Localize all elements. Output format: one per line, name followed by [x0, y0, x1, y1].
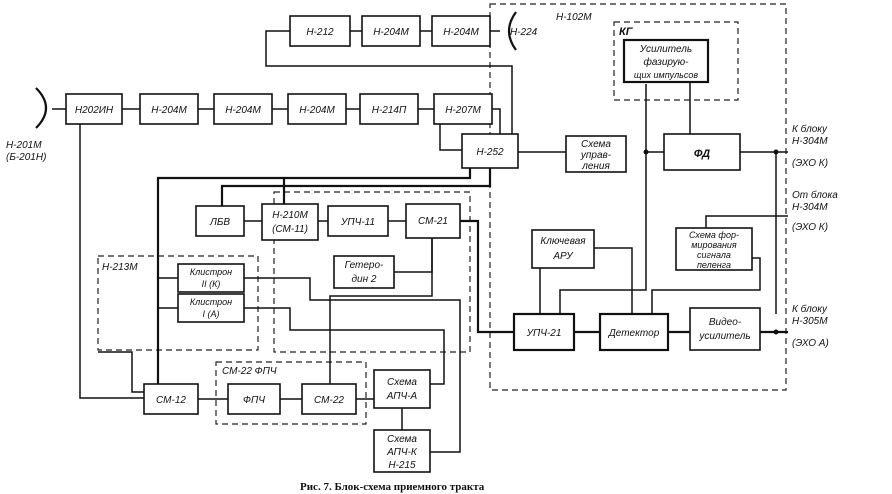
block-n202	[65, 93, 123, 125]
block-klystron2-label2: II (К)	[202, 279, 221, 289]
block-klystron1	[177, 293, 245, 323]
block-key-aru-label2: АРУ	[552, 251, 574, 262]
block-n204-mid3-label: Н-204М	[299, 105, 335, 116]
block-upch11-label: УПЧ-11	[340, 217, 375, 228]
block-sm22-label: СМ-22	[314, 395, 344, 406]
block-lbv-label: ЛБВ	[209, 217, 230, 228]
block-n210	[261, 203, 319, 241]
output-n305-label3: (ЭХО А)	[792, 338, 829, 349]
block-amplifier-phasing-label3: щих импульсов	[634, 70, 699, 80]
block-sm12	[143, 383, 199, 415]
block-klystron2-label1: Клистрон	[190, 267, 232, 277]
block-n204-mid1-label: Н-204М	[151, 105, 187, 116]
block-heterodyne2	[333, 255, 395, 289]
output-n305-label1: К блоку	[792, 303, 828, 315]
block-video-amp-label2: усилитель	[698, 331, 750, 342]
block-video-amp	[689, 307, 761, 351]
output-n304-label3: (ЭХО К)	[792, 158, 828, 169]
block-n212-label: Н-212	[306, 27, 334, 38]
block-key-aru	[531, 229, 595, 269]
block-n204-mid3	[287, 93, 347, 125]
block-sm21-label: СМ-21	[418, 216, 448, 227]
block-fd-label: ФД	[694, 148, 710, 160]
block-n207-label: Н-207М	[445, 105, 481, 116]
block-n204-mid2-label: Н-204М	[225, 105, 261, 116]
group-frame-sm22-fpch	[215, 361, 367, 425]
input-n304-label1: От блока	[792, 189, 838, 201]
antenna-n201-icon	[35, 87, 48, 129]
block-sm12-label: СМ-12	[156, 395, 186, 406]
block-bearing-signal-label2: мирования	[691, 240, 737, 250]
block-n210-label1: Н-210М	[272, 210, 308, 221]
output-n304-label1: К блоку	[792, 123, 828, 135]
block-upch21-label: УПЧ-21	[526, 328, 562, 339]
block-heterodyne2-label1: Гетеро-	[345, 260, 384, 271]
block-amplifier-phasing-label1: Усилитель	[639, 44, 692, 55]
block-klystron2	[177, 263, 245, 293]
antenna-n201-label1: Н-201М	[6, 140, 42, 151]
figure-caption: Рис. 7. Блок-схема приемного тракта	[300, 481, 485, 493]
block-sm21	[405, 203, 461, 239]
block-amplifier-phasing-label2: фазирую-	[644, 56, 690, 68]
output-n305-label2: Н-305М	[792, 316, 828, 327]
group-frame-center	[273, 191, 471, 353]
block-n214-label: Н-214П	[372, 105, 407, 116]
group-label-n102: Н-102М	[556, 12, 592, 23]
block-control-scheme	[565, 135, 627, 173]
group-label-sm22-fpch: СМ-22 ФПЧ	[222, 366, 277, 377]
block-heterodyne2-label2: дин 2	[352, 274, 377, 285]
block-fpch	[227, 383, 281, 415]
block-key-aru-label1: Ключевая	[540, 236, 586, 247]
block-bearing-signal-label4: пеленга	[697, 260, 731, 270]
block-apch-a-label2: АПЧ-А	[386, 391, 418, 402]
block-bearing-signal-label1: Схема фор-	[689, 230, 739, 240]
input-n304-label3: (ЭХО К)	[792, 222, 828, 233]
group-label-kg: КГ	[619, 26, 634, 38]
block-n204-top1-label: Н-204М	[373, 27, 409, 38]
block-n204-mid1	[139, 93, 199, 125]
block-amplifier-phasing	[622, 38, 710, 84]
block-apch-k	[373, 429, 431, 473]
block-control-scheme-label1: Схема	[581, 139, 611, 150]
block-control-scheme-label3: ления	[581, 161, 610, 172]
input-n304-label2: Н-304М	[792, 202, 828, 213]
block-bearing-signal-label3: сигнала	[697, 250, 731, 260]
block-bearing-signal	[675, 227, 753, 271]
group-label-n213: Н-213М	[102, 262, 138, 273]
antenna-n224-icon	[507, 11, 517, 51]
output-n304-label2: Н-304М	[792, 136, 828, 147]
block-control-scheme-label2: управ-	[580, 150, 612, 161]
block-apch-k-label1: Схема	[387, 434, 417, 445]
group-frame-n102	[489, 3, 787, 391]
block-apch-a-label1: Схема	[387, 377, 417, 388]
block-video-amp-label1: Видео-	[709, 317, 742, 328]
block-apch-k-label3: Н-215	[388, 460, 416, 471]
block-n204-top2	[431, 15, 491, 47]
block-apch-k-label2: АПЧ-К	[386, 447, 418, 458]
block-klystron1-label1: Клистрон	[190, 297, 232, 307]
group-frame-kg	[613, 21, 739, 101]
block-n202-label: Н202ИН	[75, 105, 114, 116]
antenna-n224-label: Н-224	[510, 27, 538, 38]
antenna-n201-label2: (Б-201Н)	[6, 152, 46, 163]
block-n204-top2-label: Н-204М	[443, 27, 479, 38]
block-klystron1-label2: I (А)	[203, 309, 220, 319]
block-n252-label: Н-252	[476, 147, 504, 158]
block-n210-label2: (СМ-11)	[272, 224, 308, 235]
block-fpch-label: ФПЧ	[243, 395, 265, 406]
block-n204-mid2	[213, 93, 273, 125]
block-detector-label: Детектор	[608, 328, 660, 339]
block-apch-a	[373, 369, 431, 409]
group-frame-n213	[97, 255, 259, 351]
